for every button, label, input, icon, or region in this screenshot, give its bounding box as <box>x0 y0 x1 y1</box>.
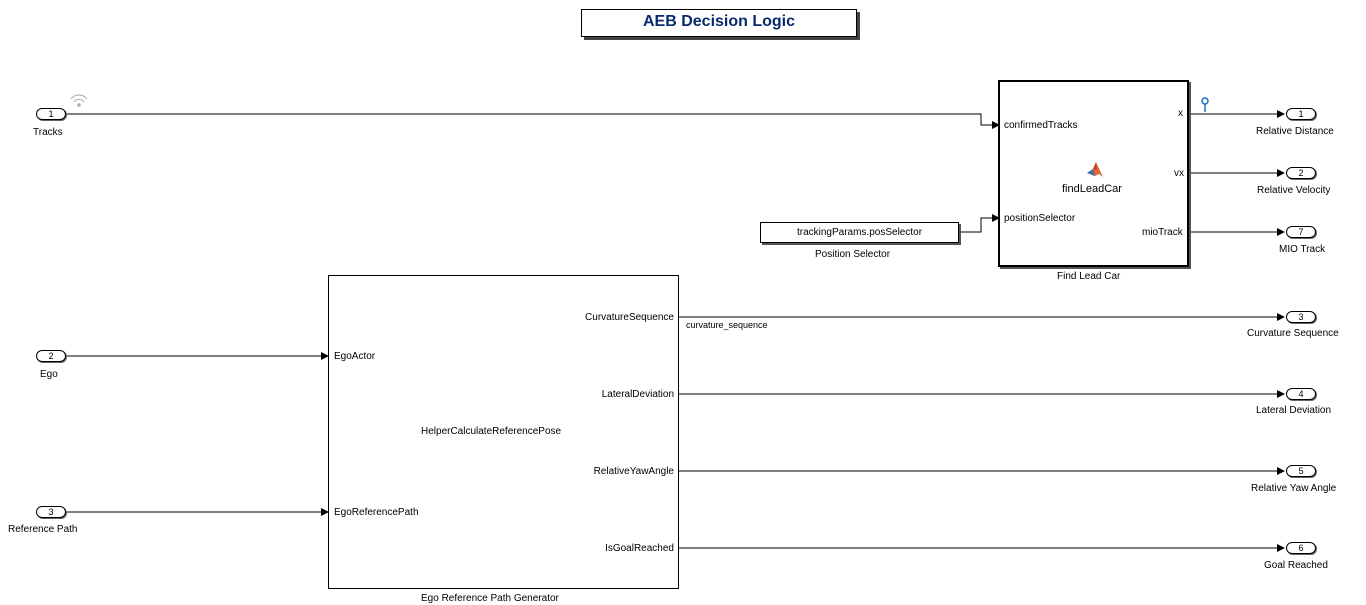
ref-path-input-ego-reference-path: EgoReferencePath <box>334 507 419 518</box>
inport-reference-path[interactable]: 3 <box>36 506 66 518</box>
signal-label-curvature: curvature_sequence <box>686 320 768 330</box>
position-selector-name: Position Selector <box>815 249 891 260</box>
find-lead-car-output-vx: vx <box>1174 168 1184 179</box>
inport-reference-path-label: Reference Path <box>8 524 78 535</box>
matlab-function-icon <box>1087 162 1103 177</box>
ref-path-output-yaw: RelativeYawAngle <box>593 466 674 477</box>
outport-mio-track-label: MIO Track <box>1279 244 1326 255</box>
outport-curvature-sequence-label: Curvature Sequence <box>1247 328 1339 339</box>
inport-tracks[interactable]: 1 <box>36 108 66 120</box>
find-lead-car-output-x: x <box>1178 108 1183 119</box>
ref-path-block-name: Ego Reference Path Generator <box>421 593 559 604</box>
outport-relative-velocity-label: Relative Velocity <box>1257 185 1331 196</box>
find-lead-car-input-position-selector: positionSelector <box>1004 213 1076 224</box>
signal-logging-icon <box>70 94 88 107</box>
outport-relative-velocity[interactable]: 2 <box>1286 167 1316 179</box>
wire-tracks[interactable] <box>67 113 1000 129</box>
outport-relative-yaw-angle[interactable]: 5 <box>1286 465 1316 477</box>
diagram-title: AEB Decision Logic <box>581 9 857 37</box>
outport-curvature-sequence[interactable]: 3 <box>1286 311 1316 323</box>
outport-relative-distance-label: Relative Distance <box>1256 126 1334 137</box>
inport-ego[interactable]: 2 <box>36 350 66 362</box>
ref-path-output-lateral: LateralDeviation <box>601 389 674 400</box>
ego-reference-path-generator-block[interactable] <box>328 275 679 589</box>
outport-lateral-deviation-label: Lateral Deviation <box>1256 405 1332 416</box>
find-lead-car-function-name: findLeadCar <box>1062 183 1122 195</box>
wire-position-selector[interactable] <box>959 214 1000 233</box>
ref-path-input-ego-actor: EgoActor <box>334 351 376 362</box>
outport-goal-reached[interactable]: 6 <box>1286 542 1316 554</box>
inport-ego-label: Ego <box>40 369 58 380</box>
inport-tracks-label: Tracks <box>33 127 63 138</box>
find-lead-car-block-name: Find Lead Car <box>1057 271 1121 282</box>
outport-relative-distance[interactable]: 1 <box>1286 108 1316 120</box>
outport-lateral-deviation[interactable]: 4 <box>1286 388 1316 400</box>
test-point-icon <box>1201 97 1209 112</box>
outport-mio-track[interactable]: 7 <box>1286 226 1316 238</box>
find-lead-car-input-confirmed-tracks: confirmedTracks <box>1004 120 1078 131</box>
position-selector-block[interactable]: trackingParams.posSelector <box>760 222 959 243</box>
ref-path-output-curvature: CurvatureSequence <box>585 312 674 323</box>
outport-relative-yaw-angle-label: Relative Yaw Angle <box>1251 483 1337 494</box>
outport-goal-reached-label: Goal Reached <box>1264 560 1328 571</box>
ref-path-output-goal: IsGoalReached <box>605 543 674 554</box>
ref-path-function-name: HelperCalculateReferencePose <box>421 426 562 437</box>
find-lead-car-output-miotrack: mioTrack <box>1142 227 1183 238</box>
